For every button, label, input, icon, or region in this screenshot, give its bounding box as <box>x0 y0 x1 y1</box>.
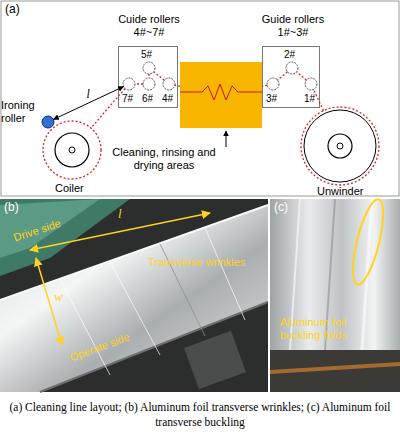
figure-caption: (a) Cleaning line layout; (b) Aluminum f… <box>6 400 394 430</box>
roll-circle <box>55 133 89 167</box>
node-label: 7# <box>122 92 133 105</box>
foil-strip-path <box>278 72 288 80</box>
roll-edge <box>40 302 268 392</box>
annotation-label: w <box>54 290 63 303</box>
node-label: 4# <box>162 92 173 105</box>
annotation-label: (c) <box>274 201 288 214</box>
node-outline <box>285 61 299 75</box>
node-label: Guide rollers 1#~3# <box>249 13 337 39</box>
roller-group-box: Guide rollers 1#~3#2#3#1# <box>262 46 320 108</box>
node-outline <box>142 61 156 75</box>
node-outline <box>42 120 102 180</box>
foil-strip-path <box>297 72 307 80</box>
foil-strip-path <box>91 89 125 129</box>
roll-circle <box>301 107 379 185</box>
roller-circle: 4# <box>162 77 176 91</box>
dimension-arrow <box>36 258 62 345</box>
node-label: 1# <box>304 92 315 105</box>
node-label: Coiler <box>55 182 84 195</box>
annotation-label: Transverse wrinkles <box>148 256 245 269</box>
roll-circle <box>69 147 75 153</box>
edge-label: l <box>87 87 90 102</box>
roll-circle <box>43 121 101 179</box>
roller-circle: 1# <box>304 77 318 91</box>
roller-circle: 2# <box>285 61 299 75</box>
roll-circle <box>123 78 135 90</box>
node-label: 5# <box>141 48 152 61</box>
photo-background <box>270 199 400 392</box>
machine-bracket <box>184 331 246 389</box>
roller-circle: Unwinder <box>300 106 380 186</box>
node-outline <box>142 77 156 91</box>
machine-base <box>270 364 400 372</box>
roll-circle <box>163 78 175 90</box>
machine-housing <box>0 199 100 258</box>
node-label: 3# <box>266 92 277 105</box>
node-outline <box>41 115 55 129</box>
foil-roll <box>0 205 268 392</box>
foil-strip-path <box>154 72 165 81</box>
panel-frame <box>1 1 399 196</box>
roll-circle <box>143 78 155 90</box>
annotation-label: (b) <box>4 201 19 214</box>
roll-circle <box>143 62 155 74</box>
roller-circle: 3# <box>266 77 280 91</box>
machine-base <box>270 350 400 392</box>
node-outline <box>122 77 136 91</box>
roller-circle: 7# <box>122 77 136 91</box>
node-label: Unwinder <box>317 185 363 198</box>
leader-arrow <box>226 131 227 147</box>
roll-circle <box>42 116 54 128</box>
node-label: Ironing roller <box>1 99 43 125</box>
roller-circle: Coiler <box>42 120 102 180</box>
node-outline <box>162 77 176 91</box>
roll-circle <box>337 143 343 149</box>
roll-circle <box>286 62 298 74</box>
roller-circle: 5# <box>142 61 156 75</box>
roller-circle: Ironing roller <box>41 115 55 129</box>
dimension-arrow <box>53 87 123 120</box>
annotation-label: l <box>118 207 122 220</box>
foil-strip-path <box>148 74 149 78</box>
node-label: Cleaning, rinsing and drying areas <box>108 146 220 172</box>
roller-circle: 6# <box>142 77 156 91</box>
node-label: 2# <box>284 48 295 61</box>
node-outline <box>180 62 262 128</box>
highlight-ellipse <box>347 197 390 288</box>
wrinkle-streak <box>205 228 245 320</box>
roller-group-box: Cuide rollers 4#~7#5#7#6#4# <box>118 46 178 108</box>
process-box: Cleaning, rinsing and drying areas <box>180 62 262 128</box>
foil-strip-path <box>135 83 143 84</box>
roll-edge <box>0 205 268 300</box>
wrinkle-streak <box>60 279 110 375</box>
photo-background <box>0 199 268 392</box>
strip-zigzag <box>180 84 262 100</box>
node-label: 6# <box>142 92 153 105</box>
roll-circle <box>328 134 352 158</box>
roll-circle <box>304 110 376 182</box>
node-label: Cuide rollers 4#~7# <box>105 13 193 39</box>
node-outline <box>304 77 318 91</box>
roll-circle <box>305 78 317 90</box>
annotation-label: Aluminum foil buckling folds <box>280 316 380 342</box>
node-outline <box>300 106 380 186</box>
annotation-label: (a) <box>5 3 20 16</box>
roll-circle <box>267 78 279 90</box>
node-outline <box>266 77 280 91</box>
